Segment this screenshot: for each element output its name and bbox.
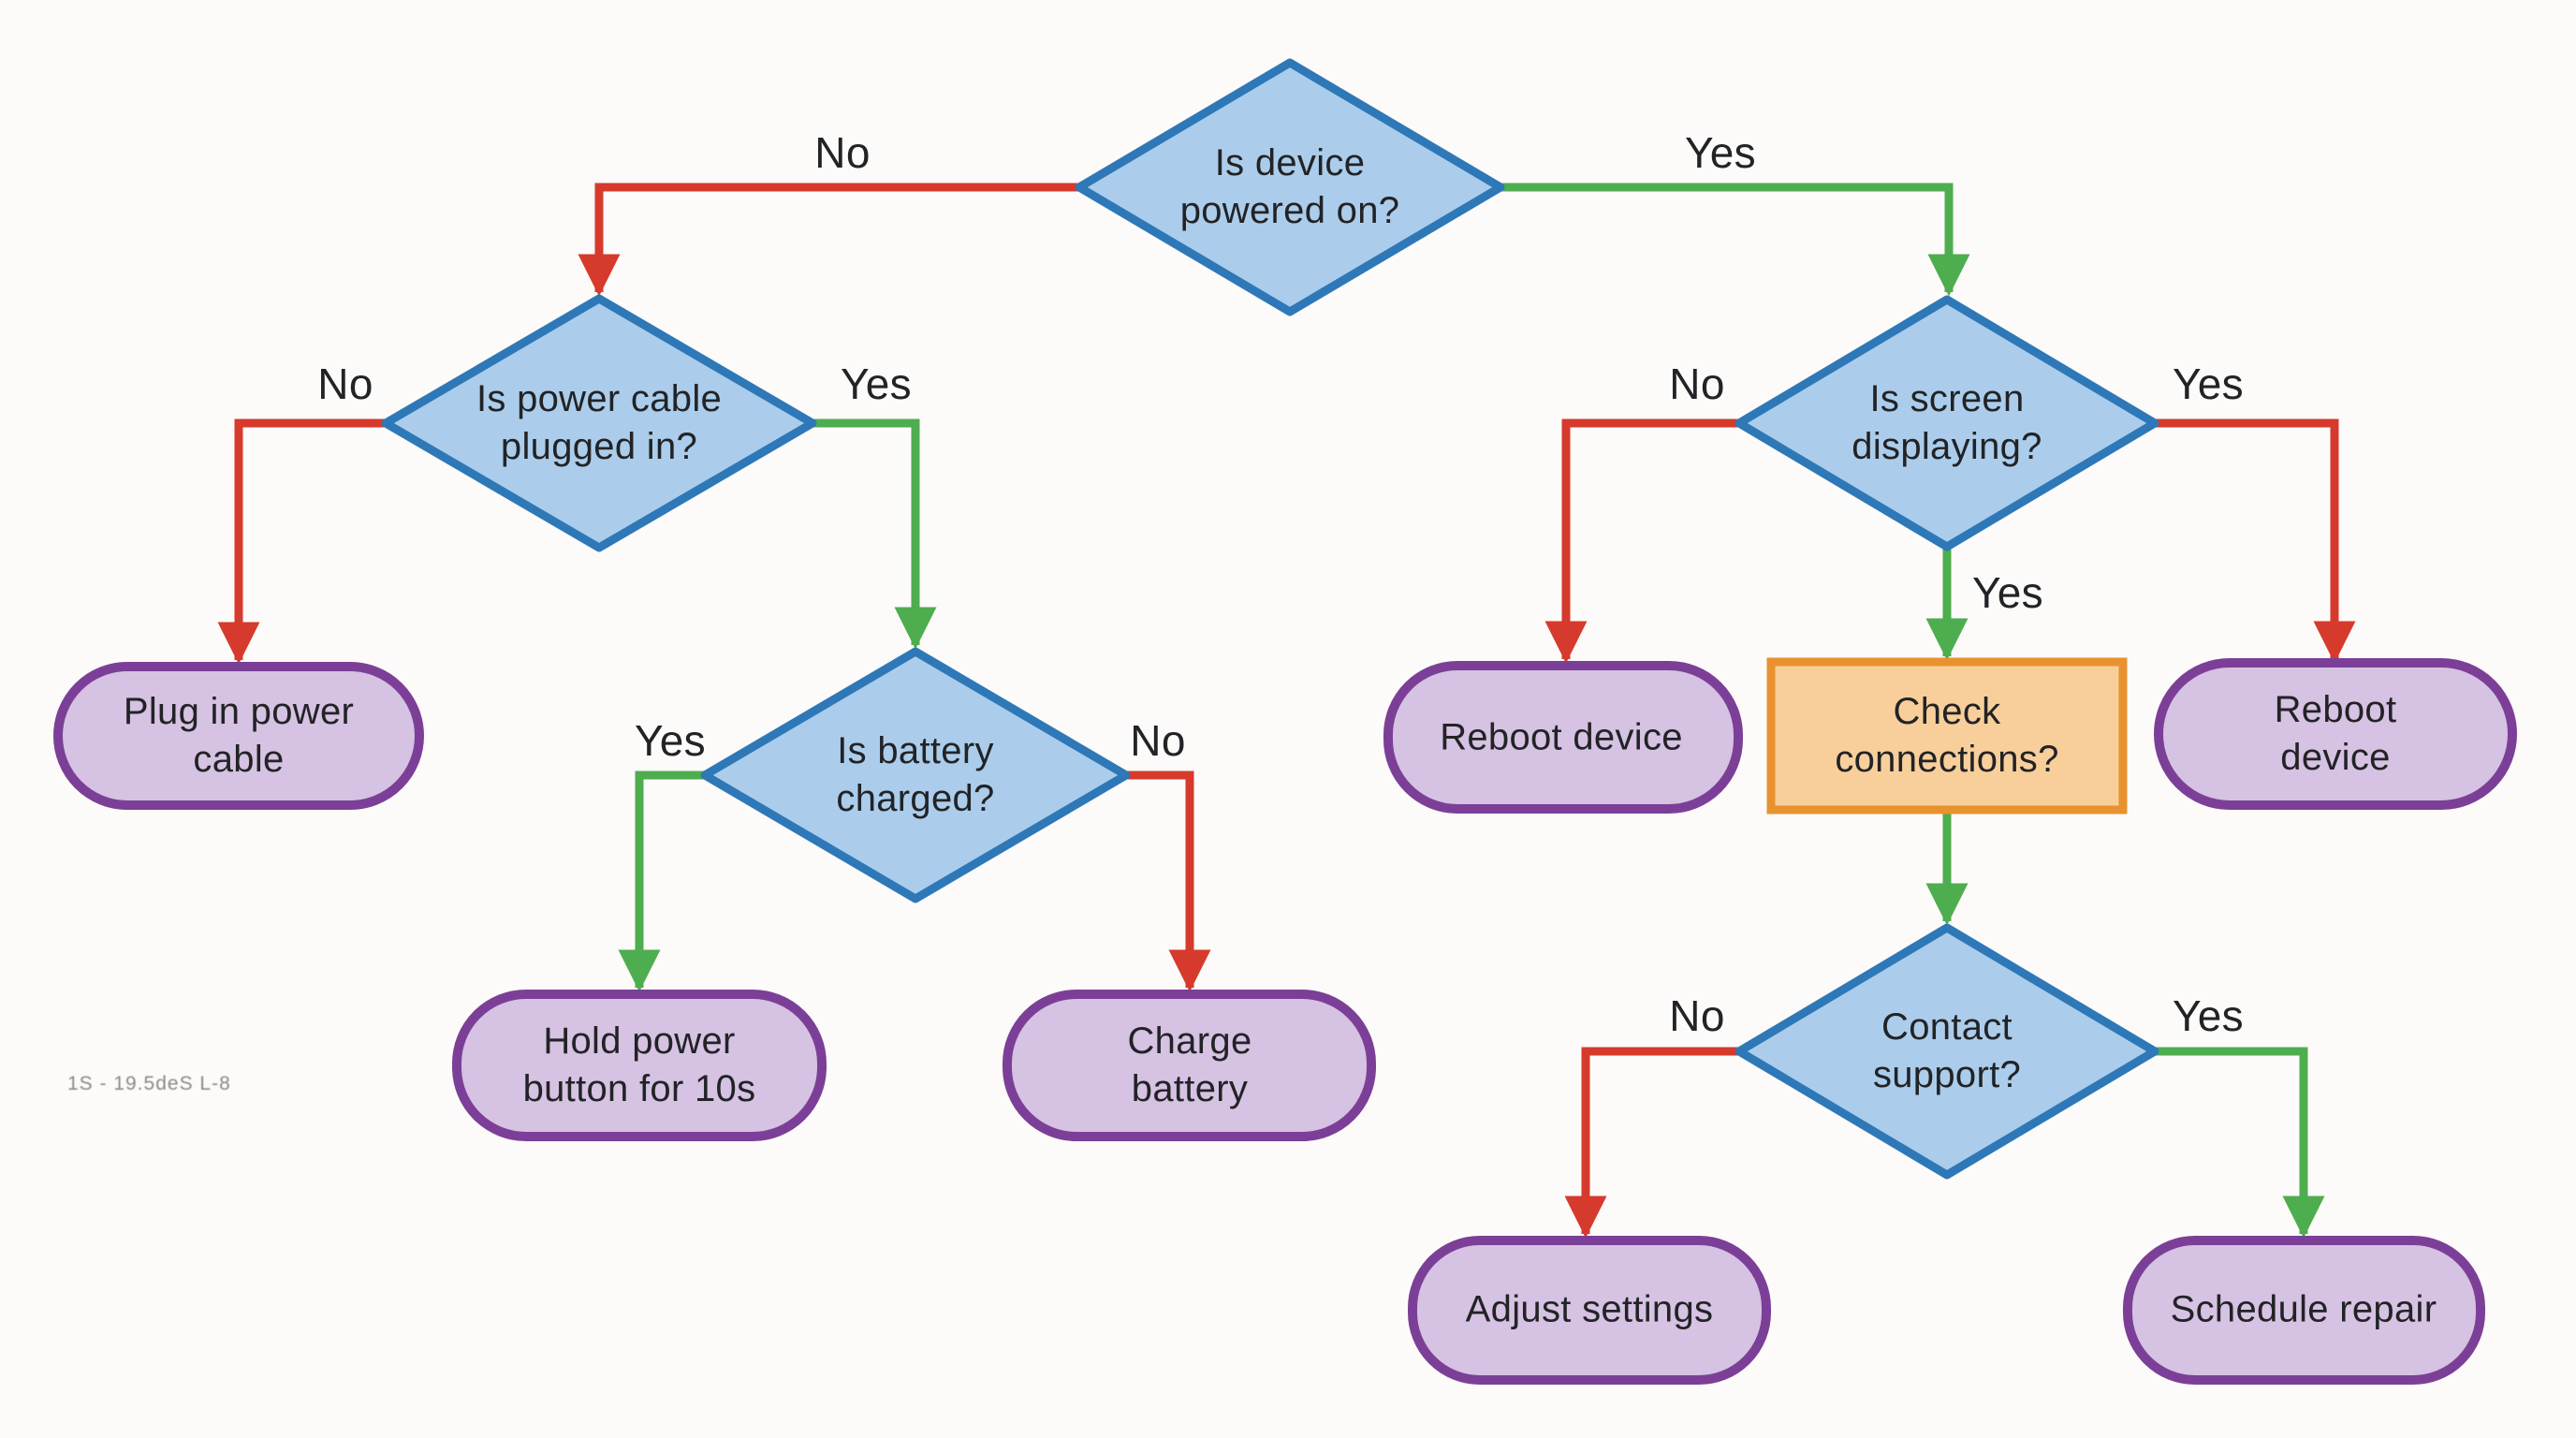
- terminal-plug-label: Plug in power cable: [123, 690, 355, 780]
- edge-cable-no-to-plug: [217, 418, 389, 665]
- edge-power-yes-to-screen: [1500, 183, 1970, 297]
- decision-cable-shape: [381, 294, 817, 552]
- decision-battery-shape: [700, 647, 1131, 903]
- terminal-reboot-right-label: Reboot device: [2274, 688, 2397, 778]
- edge-label-battery-yes: Yes: [635, 716, 706, 765]
- edge-label-battery-no: No: [1130, 716, 1186, 765]
- terminal-schedule-shape: [2123, 1236, 2485, 1385]
- terminal-reboot-left-label: Reboot device: [1440, 716, 1683, 758]
- edge-label-screen-no: No: [1669, 360, 1725, 408]
- decision-screen-label: Is screen displaying?: [1852, 377, 2042, 467]
- edge-label-screen-yes-right: Yes: [2173, 360, 2244, 408]
- terminal-reboot-right-shape: [2154, 658, 2517, 810]
- terminal-adjust-label: Adjust settings: [1465, 1288, 1714, 1330]
- edge-label-support-yes: Yes: [2173, 991, 2244, 1040]
- edge-label-screen-yes-down: Yes: [1972, 568, 2043, 617]
- decision-screen-shape: [1734, 295, 2159, 551]
- process-check-shape: [1766, 657, 2128, 814]
- terminal-plug-shape: [53, 662, 424, 810]
- edge-battery-no-to-charge: [1124, 770, 1211, 992]
- edge-support-no-to-adjust: [1564, 1047, 1739, 1239]
- edge-label-power-no: No: [814, 128, 871, 177]
- terminal-hold-shape: [452, 990, 827, 1141]
- edge-label-support-no: No: [1669, 991, 1725, 1040]
- decision-support-shape: [1734, 923, 2159, 1180]
- edge-battery-yes-to-hold: [618, 770, 707, 992]
- terminal-charge-label: Charge battery: [1127, 1020, 1252, 1109]
- edge-label-cable-yes: Yes: [841, 360, 912, 408]
- edge-screen-no-to-reboot-left: [1544, 418, 1739, 664]
- terminal-charge-shape: [1003, 990, 1376, 1141]
- edge-cable-yes-to-battery: [811, 418, 937, 650]
- process-check-label: Check connections?: [1835, 690, 2059, 780]
- edge-label-power-yes: Yes: [1685, 128, 1756, 177]
- terminal-schedule-label: Schedule repair: [2170, 1288, 2437, 1330]
- edge-screen-yes-to-reboot-right: [2155, 418, 2356, 664]
- terminal-hold-label: Hold power button for 10s: [522, 1020, 756, 1109]
- decision-support-label: Contact support?: [1872, 1005, 2022, 1095]
- terminal-reboot-left-shape: [1383, 661, 1743, 814]
- decision-cable-label: Is power cable plugged in?: [476, 377, 723, 467]
- decision-power-shape: [1075, 58, 1505, 316]
- edge-power-no-to-cable: [578, 183, 1079, 297]
- watermark-text: 1S - 19.5deS L-8: [67, 1073, 231, 1094]
- edge-label-cable-no: No: [317, 360, 373, 408]
- terminal-adjust-shape: [1408, 1236, 1771, 1385]
- decision-power-label: Is device powered on?: [1179, 141, 1400, 231]
- decision-battery-label: Is battery charged?: [836, 729, 995, 819]
- edge-support-yes-to-schedule: [2155, 1047, 2325, 1239]
